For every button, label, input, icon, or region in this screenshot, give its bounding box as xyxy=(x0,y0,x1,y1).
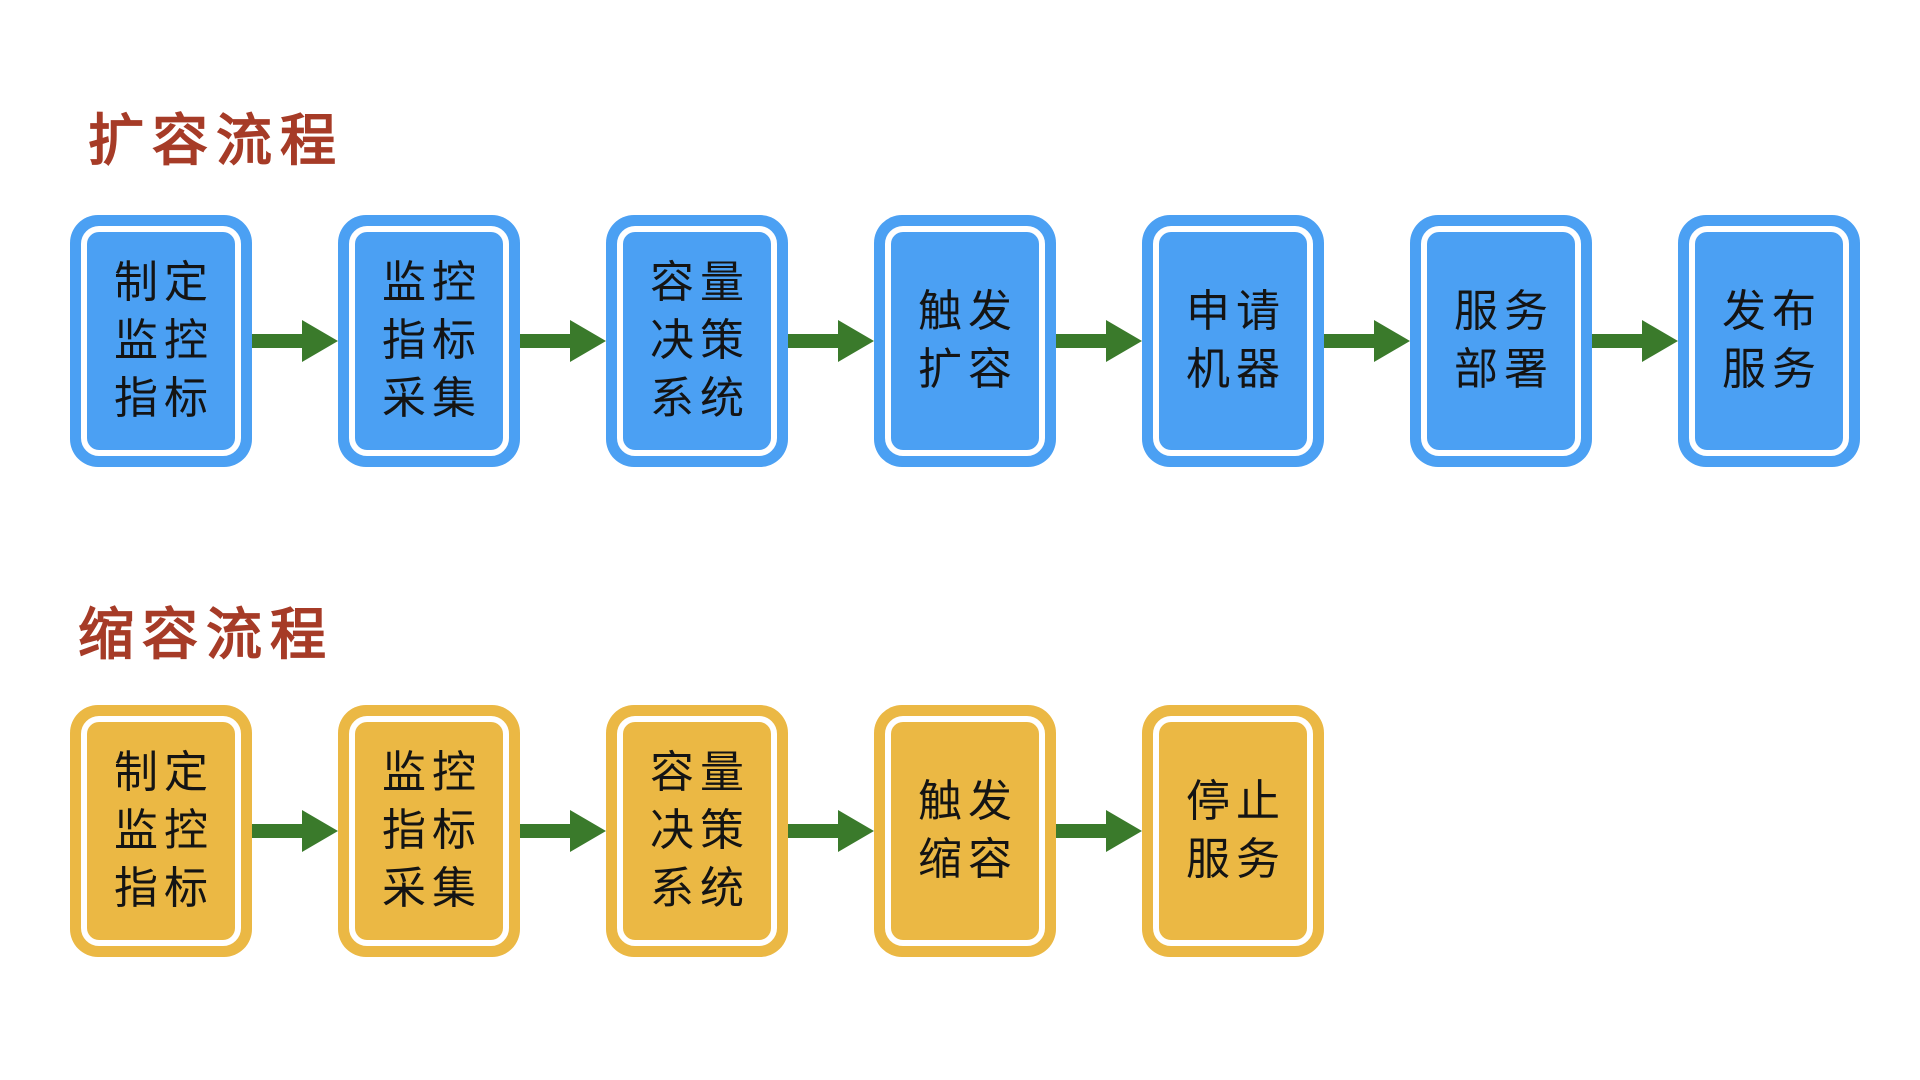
right-arrow-icon xyxy=(788,320,874,362)
step-label: 发布 服务 xyxy=(1722,285,1822,395)
node-inner-frame: 触发 扩容 xyxy=(885,226,1045,456)
scaledown-step-metric-collection: 监控 指标 采集 xyxy=(338,705,520,957)
scaleup-step-capacity-decision: 容量 决策 系统 xyxy=(606,215,788,467)
scaleup-step-metric-collection: 监控 指标 采集 xyxy=(338,215,520,467)
node-inner-frame: 触发 缩容 xyxy=(885,716,1045,946)
scaledown-step-stop-service: 停止 服务 xyxy=(1142,705,1324,957)
node-inner-frame: 容量 决策 系统 xyxy=(617,226,777,456)
right-arrow-icon xyxy=(1056,810,1142,852)
step-label: 触发 缩容 xyxy=(918,775,1018,885)
node-inner-frame: 停止 服务 xyxy=(1153,716,1313,946)
scaledown-flow-title: 缩容流程 xyxy=(78,603,334,668)
scaleup-flow-title: 扩容流程 xyxy=(88,109,344,174)
right-arrow-icon xyxy=(788,810,874,852)
right-arrow-icon xyxy=(1324,320,1410,362)
node-inner-frame: 制定 监控 指标 xyxy=(81,226,241,456)
step-label: 停止 服务 xyxy=(1186,775,1286,885)
step-label: 制定 监控 指标 xyxy=(114,746,214,915)
node-inner-frame: 容量 决策 系统 xyxy=(617,716,777,946)
scaleup-step-service-deploy: 服务 部署 xyxy=(1410,215,1592,467)
node-inner-frame: 制定 监控 指标 xyxy=(81,716,241,946)
step-label: 监控 指标 采集 xyxy=(382,256,482,425)
node-inner-frame: 申请 机器 xyxy=(1153,226,1313,456)
scaledown-flow-row: 制定 监控 指标 监控 指标 采集 容量 决策 系统 触发 缩容 xyxy=(70,705,1324,957)
scaleup-step-define-metrics: 制定 监控 指标 xyxy=(70,215,252,467)
node-inner-frame: 服务 部署 xyxy=(1421,226,1581,456)
step-label: 触发 扩容 xyxy=(918,285,1018,395)
step-label: 制定 监控 指标 xyxy=(114,256,214,425)
step-label: 服务 部署 xyxy=(1454,285,1554,395)
step-label: 监控 指标 采集 xyxy=(382,746,482,915)
step-label: 申请 机器 xyxy=(1186,285,1286,395)
right-arrow-icon xyxy=(520,810,606,852)
step-label: 容量 决策 系统 xyxy=(650,256,750,425)
scaleup-step-request-machines: 申请 机器 xyxy=(1142,215,1324,467)
right-arrow-icon xyxy=(252,320,338,362)
scaledown-step-define-metrics: 制定 监控 指标 xyxy=(70,705,252,957)
scaleup-flow-row: 制定 监控 指标 监控 指标 采集 容量 决策 系统 触发 扩容 xyxy=(70,215,1860,467)
node-inner-frame: 监控 指标 采集 xyxy=(349,716,509,946)
right-arrow-icon xyxy=(520,320,606,362)
right-arrow-icon xyxy=(1056,320,1142,362)
node-inner-frame: 监控 指标 采集 xyxy=(349,226,509,456)
scaleup-step-trigger-scaleup: 触发 扩容 xyxy=(874,215,1056,467)
scaleup-step-publish-service: 发布 服务 xyxy=(1678,215,1860,467)
right-arrow-icon xyxy=(1592,320,1678,362)
scaledown-step-trigger-scaledown: 触发 缩容 xyxy=(874,705,1056,957)
node-inner-frame: 发布 服务 xyxy=(1689,226,1849,456)
right-arrow-icon xyxy=(252,810,338,852)
scaledown-step-capacity-decision: 容量 决策 系统 xyxy=(606,705,788,957)
step-label: 容量 决策 系统 xyxy=(650,746,750,915)
